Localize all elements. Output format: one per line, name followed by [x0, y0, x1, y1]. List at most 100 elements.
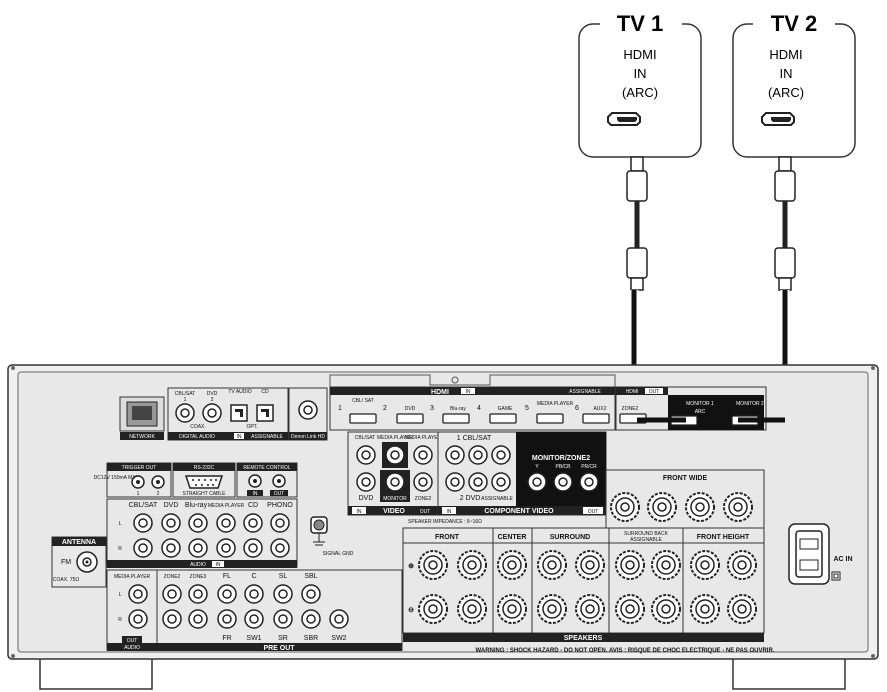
pre-out-top-3-jack[interactable] [273, 584, 293, 604]
optical-1-jack[interactable] [230, 404, 248, 422]
svg-text:MEDIA PLAYER: MEDIA PLAYER [377, 435, 414, 441]
remote-out-jack[interactable] [272, 474, 286, 488]
signal-gnd-section: SIGNAL GND [310, 516, 354, 557]
component-in1-pb-jack[interactable] [468, 445, 488, 465]
svg-text:STRAIGHT CABLE: STRAIGHT CABLE [183, 491, 227, 497]
speaker-terminal-plus-3[interactable] [497, 550, 527, 580]
component-out-y-jack[interactable] [527, 472, 547, 492]
component-in1-pr-jack[interactable] [491, 445, 511, 465]
pre-out-sw2-jack[interactable] [329, 609, 349, 629]
speaker-terminal-plus-8[interactable] [690, 550, 720, 580]
audio-in-2-l-jack[interactable] [161, 513, 181, 533]
component-out-pr-jack[interactable] [579, 472, 599, 492]
rs232c-port[interactable] [184, 475, 224, 489]
zone2-l-jack[interactable] [162, 584, 182, 604]
optical-2-jack[interactable] [256, 404, 274, 422]
zone2-r-jack[interactable] [162, 609, 182, 629]
pre-out-top-4-jack[interactable] [301, 584, 321, 604]
antenna-section: ANTENNA FM COAX. 75Ω [51, 536, 107, 588]
trigger-out-2-jack[interactable] [151, 475, 165, 489]
speaker-terminal-minus-7[interactable] [651, 594, 681, 624]
svg-text:IN: IN [357, 509, 362, 515]
svg-text:6: 6 [575, 405, 579, 412]
speaker-terminal-plus-9[interactable] [727, 550, 757, 580]
hdmi-in-6-port[interactable] [582, 413, 610, 424]
fm-antenna-jack[interactable] [76, 551, 98, 573]
component-in1-y-jack[interactable] [445, 445, 465, 465]
front-wide-terminal-3[interactable] [685, 492, 715, 522]
svg-text:MONITOR/ZONE2: MONITOR/ZONE2 [532, 455, 590, 462]
audio-in-3-r-jack[interactable] [188, 538, 208, 558]
digital-coax-1-jack[interactable] [175, 403, 195, 423]
speaker-terminal-minus-5[interactable] [575, 594, 605, 624]
svg-text:2 DVD: 2 DVD [460, 495, 481, 502]
audio-in-1-r-jack[interactable] [133, 538, 153, 558]
video-in-cbl-jack[interactable] [356, 445, 376, 465]
tv1-label-line3: (ARC) [622, 85, 658, 100]
audio-in-6-l-jack[interactable] [270, 513, 290, 533]
remote-in-jack[interactable] [248, 474, 262, 488]
video-out-monitor-jack[interactable] [385, 472, 405, 492]
speaker-terminal-minus-1[interactable] [418, 594, 448, 624]
speaker-terminal-plus-4[interactable] [537, 550, 567, 580]
component-in2-y-jack[interactable] [445, 472, 465, 492]
speaker-terminal-minus-9[interactable] [727, 594, 757, 624]
speaker-terminal-plus-2[interactable] [457, 550, 487, 580]
denon-link-jack[interactable] [298, 400, 318, 420]
video-in-media-player-jack[interactable] [385, 445, 405, 465]
svg-text:CD: CD [248, 502, 258, 509]
hdmi-in-4-port[interactable] [489, 413, 517, 424]
remote-control-section: REMOTE CONTROL IN OUT [236, 462, 298, 498]
hdmi-in-2-port[interactable] [396, 413, 424, 424]
component-in2-pb-jack[interactable] [468, 472, 488, 492]
audio-out-r-jack[interactable] [128, 609, 148, 629]
hdmi-in-1-port[interactable] [349, 413, 377, 424]
component-out-pb-jack[interactable] [553, 472, 573, 492]
speaker-terminal-plus-1[interactable] [418, 550, 448, 580]
speaker-terminal-plus-6[interactable] [615, 550, 645, 580]
audio-out-l-jack[interactable] [128, 584, 148, 604]
digital-coax-2-jack[interactable] [202, 403, 222, 423]
digital-audio-label: DIGITAL AUDIO [179, 434, 215, 440]
component-in2-pr-jack[interactable] [491, 472, 511, 492]
tv2-label-line1: HDMI [769, 47, 802, 62]
svg-text:OUT: OUT [588, 509, 599, 515]
front-wide-terminal-2[interactable] [647, 492, 677, 522]
svg-text:ZONE2: ZONE2 [164, 574, 181, 580]
pre-out-bottom-2-jack[interactable] [244, 609, 264, 629]
audio-in-4-r-jack[interactable] [216, 538, 236, 558]
svg-text:GAME: GAME [498, 406, 513, 412]
zone3-r-jack[interactable] [188, 609, 208, 629]
pre-out-bottom-3-jack[interactable] [273, 609, 293, 629]
audio-in-4-l-jack[interactable] [216, 513, 236, 533]
audio-in-1-l-jack[interactable] [133, 513, 153, 533]
speaker-terminal-minus-2[interactable] [457, 594, 487, 624]
video-out-zone2-jack[interactable] [413, 472, 433, 492]
svg-text:PB/CB: PB/CB [555, 464, 571, 470]
audio-in-6-r-jack[interactable] [270, 538, 290, 558]
speaker-terminal-plus-5[interactable] [575, 550, 605, 580]
video-in-media-player2-jack[interactable] [413, 445, 433, 465]
zone3-l-jack[interactable] [188, 584, 208, 604]
speaker-terminal-minus-4[interactable] [537, 594, 567, 624]
trigger-out-1-jack[interactable] [131, 475, 145, 489]
front-wide-terminal-1[interactable] [610, 492, 640, 522]
speaker-terminal-minus-3[interactable] [497, 594, 527, 624]
pre-out-top-1-jack[interactable] [217, 584, 237, 604]
hdmi-in-3-port[interactable] [442, 413, 470, 424]
front-wide-terminal-4[interactable] [723, 492, 753, 522]
speaker-terminal-minus-8[interactable] [690, 594, 720, 624]
audio-in-3-l-jack[interactable] [188, 513, 208, 533]
audio-in-5-l-jack[interactable] [243, 513, 263, 533]
pre-out-bottom-4-jack[interactable] [301, 609, 321, 629]
audio-in-5-r-jack[interactable] [243, 538, 263, 558]
audio-in-2-r-jack[interactable] [161, 538, 181, 558]
pre-out-top-2-jack[interactable] [244, 584, 264, 604]
speaker-terminal-plus-7[interactable] [651, 550, 681, 580]
speaker-terminal-minus-6[interactable] [615, 594, 645, 624]
hdmi-in-5-port[interactable] [536, 413, 564, 424]
video-in-dvd-jack[interactable] [356, 472, 376, 492]
svg-text:IN: IN [253, 491, 258, 497]
pre-out-bottom-1-jack[interactable] [217, 609, 237, 629]
signal-gnd-terminal[interactable] [310, 516, 328, 546]
